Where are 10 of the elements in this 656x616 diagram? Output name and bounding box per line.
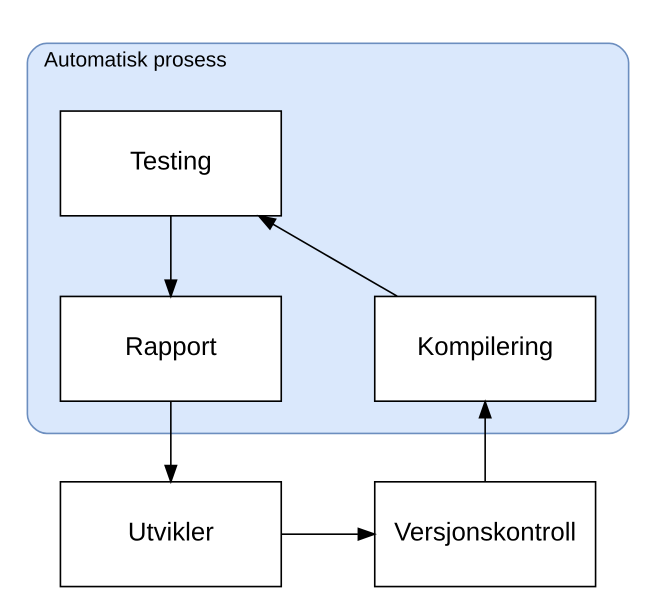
arrow — [478, 398, 492, 482]
arrow — [164, 216, 178, 298]
node-box: Rapport — [60, 295, 282, 402]
node-box: Versjonskontroll — [374, 480, 596, 587]
node-box: Utvikler — [60, 480, 282, 587]
node-box: Testing — [60, 110, 282, 216]
arrow — [256, 214, 398, 296]
arrow — [164, 401, 178, 484]
arrow — [281, 526, 377, 540]
node-box: Kompilering — [374, 295, 596, 402]
